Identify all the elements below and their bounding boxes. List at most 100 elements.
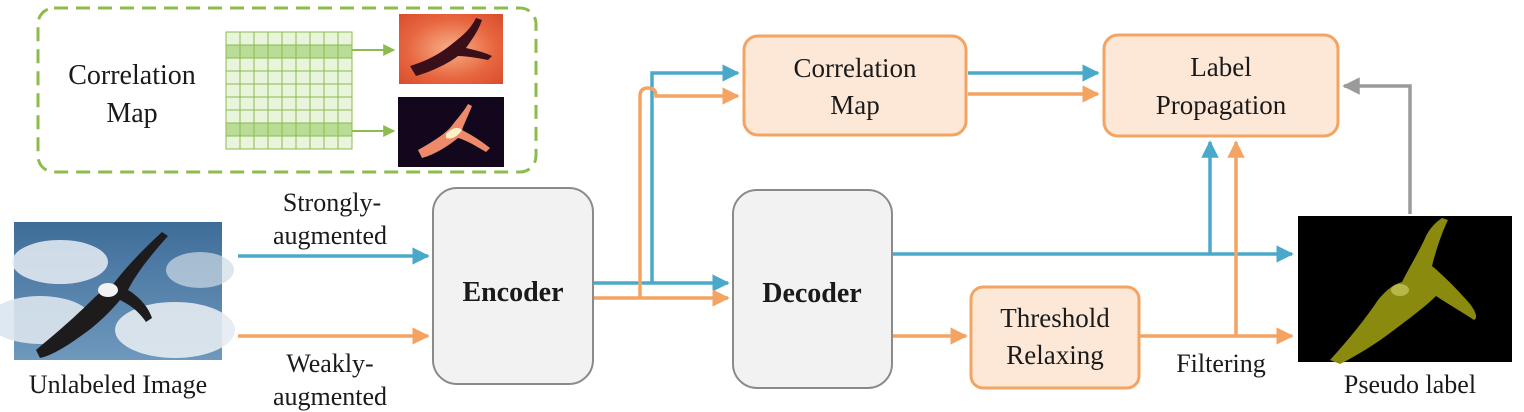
weakly-augmented-line1: Weakly-: [286, 349, 373, 378]
grid-cell: [323, 44, 339, 59]
threshold-relaxing-label-line2: Relaxing: [1006, 340, 1103, 370]
grid-cell: [337, 109, 353, 124]
grid-cell: [267, 70, 283, 85]
arrow-pseudo-to-labelprop-gray: [1342, 77, 1412, 214]
grid-cell: [309, 83, 325, 98]
grid-cell: [253, 57, 269, 72]
grid-cell: [239, 109, 255, 124]
grid-cell: [323, 31, 339, 46]
grid-cell: [295, 96, 311, 111]
grid-cell: [239, 135, 255, 150]
grid-cell: [253, 70, 269, 85]
threshold-relaxing-label-line1: Threshold: [1000, 303, 1110, 333]
grid-cell: [281, 44, 297, 59]
grid-cell: [225, 83, 241, 98]
grid-cell: [323, 135, 339, 150]
grid-cell: [323, 70, 339, 85]
pseudo-label-caption: Pseudo label: [1344, 370, 1476, 399]
grid-cell: [225, 109, 241, 124]
label-propagation-block: Label Propagation: [1102, 33, 1340, 138]
grid-cell: [337, 44, 353, 59]
grid-cell: [267, 122, 283, 137]
grid-cell: [295, 109, 311, 124]
grid-cell: [281, 109, 297, 124]
label-propagation-label-line2: Propagation: [1156, 90, 1287, 120]
grid-cell: [253, 31, 269, 46]
grid-cell: [337, 57, 353, 72]
decoder-label: Decoder: [762, 278, 862, 309]
correlation-map-inset: Correlation Map: [36, 6, 538, 174]
grid-cell: [281, 122, 297, 137]
grid-cell: [267, 31, 283, 46]
strongly-augmented-line1: Strongly-: [283, 188, 381, 217]
threshold-relaxing-block: Threshold Relaxing: [969, 285, 1141, 390]
grid-cell: [337, 96, 353, 111]
grid-cell: [281, 57, 297, 72]
grid-cell: [225, 70, 241, 85]
grid-cell: [323, 83, 339, 98]
grid-cell: [295, 83, 311, 98]
grid-cell: [309, 96, 325, 111]
grid-cell: [281, 96, 297, 111]
inset-border: [36, 6, 538, 174]
grid-cell: [309, 109, 325, 124]
grid-cell: [253, 135, 269, 150]
grid-cell: [295, 44, 311, 59]
grid-cell: [253, 122, 269, 137]
grid-cell: [309, 31, 325, 46]
grid-cell: [281, 31, 297, 46]
grid-cell: [225, 31, 241, 46]
grid-cell: [239, 44, 255, 59]
grid-cell: [309, 135, 325, 150]
grid-cell: [337, 83, 353, 98]
arrow-encoder-to-corrmap-blue: [650, 64, 740, 283]
filtering-label: Filtering: [1176, 349, 1266, 378]
grid-cell: [267, 96, 283, 111]
correlation-map-label-line2: Map: [830, 90, 880, 120]
grid-cell: [337, 122, 353, 137]
grid-cell: [253, 109, 269, 124]
grid-cell: [295, 70, 311, 85]
grid-cell: [281, 70, 297, 85]
grid-cell: [225, 96, 241, 111]
grid-cell: [225, 135, 241, 150]
grid-cell: [239, 83, 255, 98]
grid-cell: [309, 57, 325, 72]
grid-cell: [337, 70, 353, 85]
grid-cell: [295, 31, 311, 46]
grid-cell: [239, 122, 255, 137]
grid-cell: [267, 57, 283, 72]
encoder-block: Encoder: [432, 187, 594, 385]
grid-cell: [225, 57, 241, 72]
grid-cell: [281, 135, 297, 150]
grid-cell: [267, 135, 283, 150]
grid-cell: [267, 109, 283, 124]
encoder-label: Encoder: [462, 277, 563, 308]
inset-title-line2: Map: [106, 98, 157, 129]
grid-cell: [253, 44, 269, 59]
grid-cell: [295, 57, 311, 72]
unlabeled-image: [0, 222, 235, 360]
grid-cell: [309, 70, 325, 85]
grid-cell: [323, 57, 339, 72]
correlation-grid: [225, 31, 353, 150]
grid-cell: [267, 44, 283, 59]
flow-arrows: [238, 64, 1412, 345]
decoder-block: Decoder: [732, 189, 893, 389]
grid-cell: [309, 122, 325, 137]
correlation-map-label-line1: Correlation: [794, 53, 917, 83]
grid-cell: [239, 57, 255, 72]
grid-cell: [239, 31, 255, 46]
grid-cell: [281, 83, 297, 98]
grid-cell: [323, 122, 339, 137]
inset-title-line1: Correlation: [68, 60, 196, 91]
grid-cell: [295, 135, 311, 150]
correlation-map-block: Correlation Map: [742, 34, 968, 137]
arrow-encoder-to-corrmap-orange: [638, 86, 740, 298]
grid-cell: [239, 96, 255, 111]
grid-cell: [337, 135, 353, 150]
grid-cell: [225, 122, 241, 137]
pseudo-label-image: [1298, 216, 1512, 364]
grid-cell: [253, 83, 269, 98]
